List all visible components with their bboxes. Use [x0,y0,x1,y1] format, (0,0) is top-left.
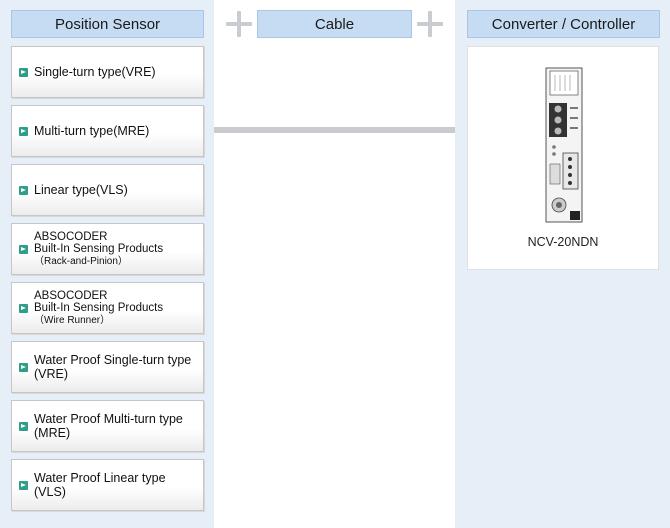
arrow-right-icon [19,362,28,372]
cable-header-label: Cable [314,15,355,33]
sensor-item-single-turn-vre[interactable]: Single-turn type(VRE) [11,46,204,98]
plus-icon [226,11,252,37]
product-name: NCV-20NDN [527,235,599,249]
arrow-right-icon [19,185,28,195]
sensor-item-water-proof-linear-vls[interactable]: Water Proof Linear type (VLS) [11,459,204,511]
connector-line [214,127,455,133]
item-label: ABSOCODER [34,289,108,302]
cable-header: Cable [257,10,412,38]
arrow-right-icon [19,244,28,254]
plus-icon [417,11,443,37]
sensor-item-absocoder-rack-and-pinion[interactable]: ABSOCODER Built-In Sensing Products （Rac… [11,223,204,275]
item-label-line3: （Wire Runner） [34,314,111,326]
converter-module-image [545,67,583,223]
item-label: ABSOCODER [34,230,108,243]
arrow-right-icon [19,303,28,313]
item-label: Single-turn type(VRE) [34,65,156,79]
item-label: Multi-turn type(MRE) [34,124,150,138]
sensor-item-absocoder-wire-runner[interactable]: ABSOCODER Built-In Sensing Products （Wir… [11,282,204,334]
position-sensor-header-label: Position Sensor [54,15,161,33]
item-label-line2: (VLS) [34,485,66,499]
arrow-right-icon [19,126,28,136]
arrow-right-icon [19,421,28,431]
item-label: Linear type(VLS) [34,183,128,197]
arrow-right-icon [19,480,28,490]
item-label-line3: （Rack-and-Pinion） [34,255,128,267]
sensor-item-water-proof-multi-turn-mre[interactable]: Water Proof Multi-turn type (MRE) [11,400,204,452]
converter-header: Converter / Controller [467,10,660,38]
item-label-line2: (MRE) [34,426,71,440]
item-label: Water Proof Single-turn type [34,353,192,367]
arrow-right-icon [19,67,28,77]
product-card-ncv-20ndn[interactable]: NCV-20NDN [467,46,659,270]
item-label-line2: (VRE) [34,367,69,381]
converter-header-label: Converter / Controller [491,15,636,33]
item-label-line2: Built-In Sensing Products [34,242,164,255]
sensor-item-water-proof-single-turn-vre[interactable]: Water Proof Single-turn type (VRE) [11,341,204,393]
position-sensor-header: Position Sensor [11,10,204,38]
sensor-item-linear-vls[interactable]: Linear type(VLS) [11,164,204,216]
sensor-item-multi-turn-mre[interactable]: Multi-turn type(MRE) [11,105,204,157]
item-label: Water Proof Multi-turn type [34,412,183,426]
item-label-line2: Built-In Sensing Products [34,301,164,314]
item-label: Water Proof Linear type [34,471,166,485]
